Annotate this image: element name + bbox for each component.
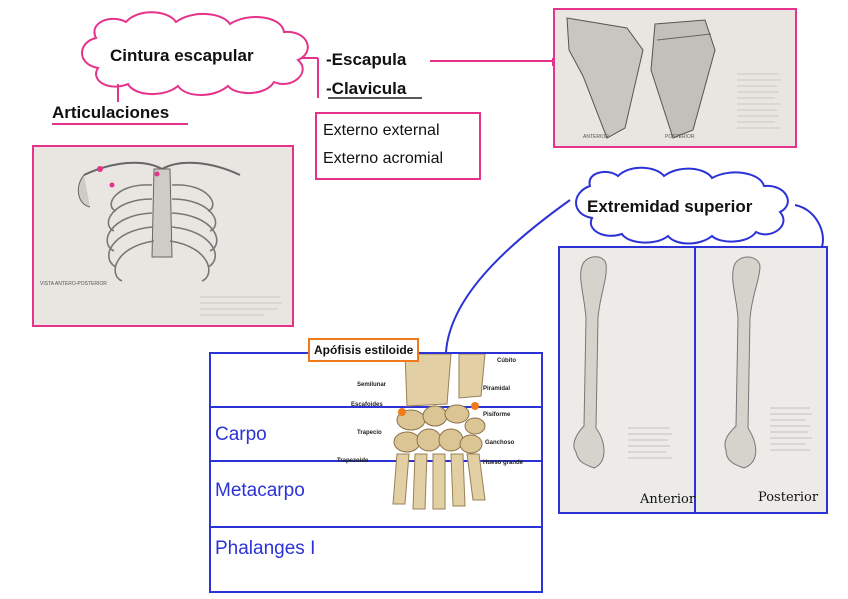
escapula-label: -Escapula	[326, 50, 406, 70]
row-phalanges: Phalanges I	[215, 538, 315, 560]
label-hueso-grande: Hueso grande	[483, 460, 523, 466]
clavicula-label: -Clavicula	[326, 79, 406, 99]
scapula-caption-posterior: POSTERIOR	[665, 134, 694, 140]
articulaciones-label: Articulaciones	[52, 103, 169, 123]
row-metacarpo: Metacarpo	[215, 480, 305, 502]
apofisis-estiloide-label: Apófisis estiloide	[314, 343, 413, 357]
humerus-posterior-caption: Posterior	[758, 490, 818, 505]
humerus-photo: Anterior Posterior	[558, 246, 828, 514]
extremidad-superior-title: Extremidad superior	[587, 197, 752, 217]
thorax-caption: VISTA ANTERO-POSTERIOR	[40, 281, 107, 287]
label-trapezoide: Trapezoide	[337, 458, 368, 464]
row-divider-3	[211, 526, 541, 528]
row-carpo: Carpo	[215, 424, 267, 446]
externo-external-text: Externo external	[323, 122, 440, 140]
wrist-table: Carpo Metacarpo Phalanges I Radio Cúbito…	[209, 352, 543, 593]
scapula-caption-anterior: ANTERIOR	[583, 134, 609, 140]
label-semilunar: Semilunar	[357, 382, 386, 388]
clavicula-box: Externo external Externo acromial	[315, 112, 481, 180]
humerus-drawing	[560, 248, 826, 512]
label-escafoides: Escafoides	[351, 402, 383, 408]
label-trapecio: Trapecio	[357, 430, 382, 436]
label-ganchoso: Ganchoso	[485, 440, 514, 446]
label-cubito: Cúbito	[497, 358, 516, 364]
label-pisiforme: Pisiforme	[483, 412, 510, 418]
cintura-escapular-title: Cintura escapular	[110, 46, 254, 66]
label-piramidal: Piramidal	[483, 386, 510, 392]
scapula-photo: ANTERIOR POSTERIOR	[553, 8, 797, 148]
thorax-photo: VISTA ANTERO-POSTERIOR	[32, 145, 294, 327]
apofisis-estiloide-box: Apófisis estiloide	[308, 338, 419, 362]
externo-acromial-text: Externo acromial	[323, 150, 443, 168]
scapula-drawing	[555, 10, 795, 146]
humerus-anterior-caption: Anterior	[640, 492, 695, 507]
thorax-drawing	[34, 147, 292, 325]
